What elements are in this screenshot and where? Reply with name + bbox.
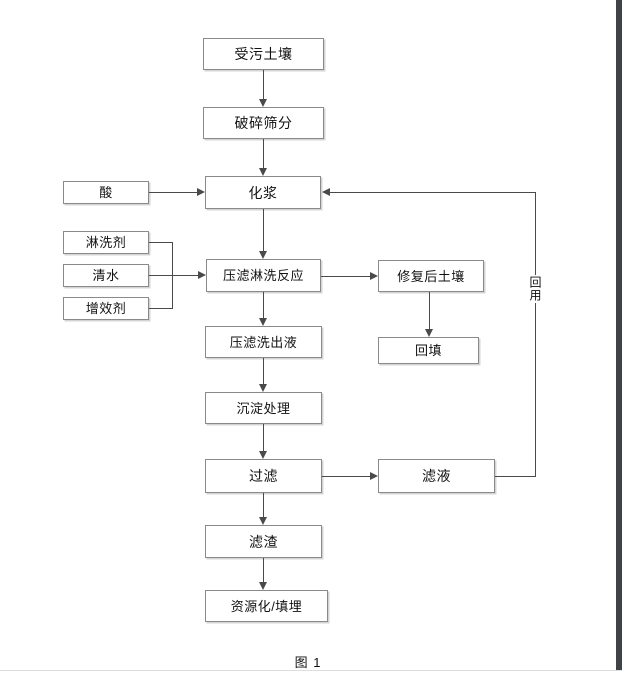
node-crush-screen: 破碎筛分 bbox=[203, 107, 324, 139]
edge-filtration-to-filtrate bbox=[322, 476, 370, 477]
edge-remediated-soil-to-backfill bbox=[429, 292, 430, 329]
edge-filtrate-wash-to-precipitation bbox=[263, 358, 264, 384]
arrowhead-down-filter-residue bbox=[258, 517, 267, 525]
arrowhead-left-slurry-return bbox=[322, 187, 330, 196]
node-leaching-agent: 淋洗剂 bbox=[63, 231, 149, 254]
page-edge-bottom bbox=[0, 670, 622, 677]
edge-filtrate-return-bottom bbox=[495, 476, 535, 477]
node-resource-landfill: 资源化/填埋 bbox=[205, 590, 328, 622]
edge-precipitation-to-filtration bbox=[263, 424, 264, 451]
arrowhead-down-slurry bbox=[258, 168, 267, 176]
node-filtrate-wash: 压滤洗出液 bbox=[205, 326, 322, 358]
node-clean-water: 清水 bbox=[63, 264, 149, 287]
node-precipitation: 沉淀处理 bbox=[205, 392, 322, 424]
node-synergist: 增效剂 bbox=[63, 297, 149, 320]
node-contaminated-soil: 受污土壤 bbox=[203, 38, 324, 70]
arrowhead-right-remediated-soil bbox=[370, 271, 378, 280]
arrowhead-down-precipitation bbox=[258, 384, 267, 392]
arrowhead-down-filtrate-wash bbox=[258, 318, 267, 326]
edge-filtrate-return-vertical bbox=[535, 192, 536, 477]
edge-label-recycle: 回用 bbox=[528, 275, 542, 303]
arrowhead-down-backfill bbox=[424, 329, 433, 337]
arrowhead-right-press-filter-wash bbox=[198, 270, 206, 279]
edge-filtration-to-filter-residue bbox=[263, 493, 264, 517]
arrowhead-down-crush-screen bbox=[258, 99, 267, 107]
figure-caption: 图 1 bbox=[294, 655, 322, 670]
arrowhead-down-resource-landfill bbox=[258, 582, 267, 590]
node-backfill: 回填 bbox=[378, 337, 479, 364]
edge-press-filter-wash-to-remediated-soil bbox=[321, 276, 370, 277]
edge-crush-screen-to-slurry bbox=[263, 139, 264, 168]
node-filtration: 过滤 bbox=[205, 459, 322, 493]
node-remediated-soil: 修复后土壤 bbox=[378, 260, 484, 292]
page-edge-right bbox=[616, 0, 622, 670]
node-acid: 酸 bbox=[63, 181, 149, 204]
edge-press-filter-wash-to-filtrate-wash bbox=[263, 292, 264, 318]
node-filter-residue: 滤渣 bbox=[205, 525, 322, 558]
arrowhead-right-filtrate bbox=[370, 471, 378, 480]
edge-leaching-agent-stub bbox=[149, 242, 172, 243]
node-filtrate: 滤液 bbox=[378, 459, 495, 493]
arrowhead-right-slurry bbox=[197, 187, 205, 196]
node-press-filter-wash: 压滤淋洗反应 bbox=[206, 259, 321, 292]
arrowhead-down-filtration bbox=[258, 451, 267, 459]
edge-filtrate-return-top bbox=[330, 192, 535, 193]
edge-slurry-to-press-filter-wash bbox=[263, 209, 264, 251]
edge-acid-to-slurry bbox=[149, 192, 197, 193]
arrowhead-down-press-filter-wash bbox=[258, 251, 267, 259]
edge-synergist-stub bbox=[149, 308, 172, 309]
edge-clean-water-to-press-filter-wash bbox=[149, 275, 198, 276]
edge-filter-residue-to-resource-landfill bbox=[263, 558, 264, 582]
node-slurry: 化浆 bbox=[205, 176, 321, 209]
edge-contaminated-soil-to-crush-screen bbox=[263, 70, 264, 99]
